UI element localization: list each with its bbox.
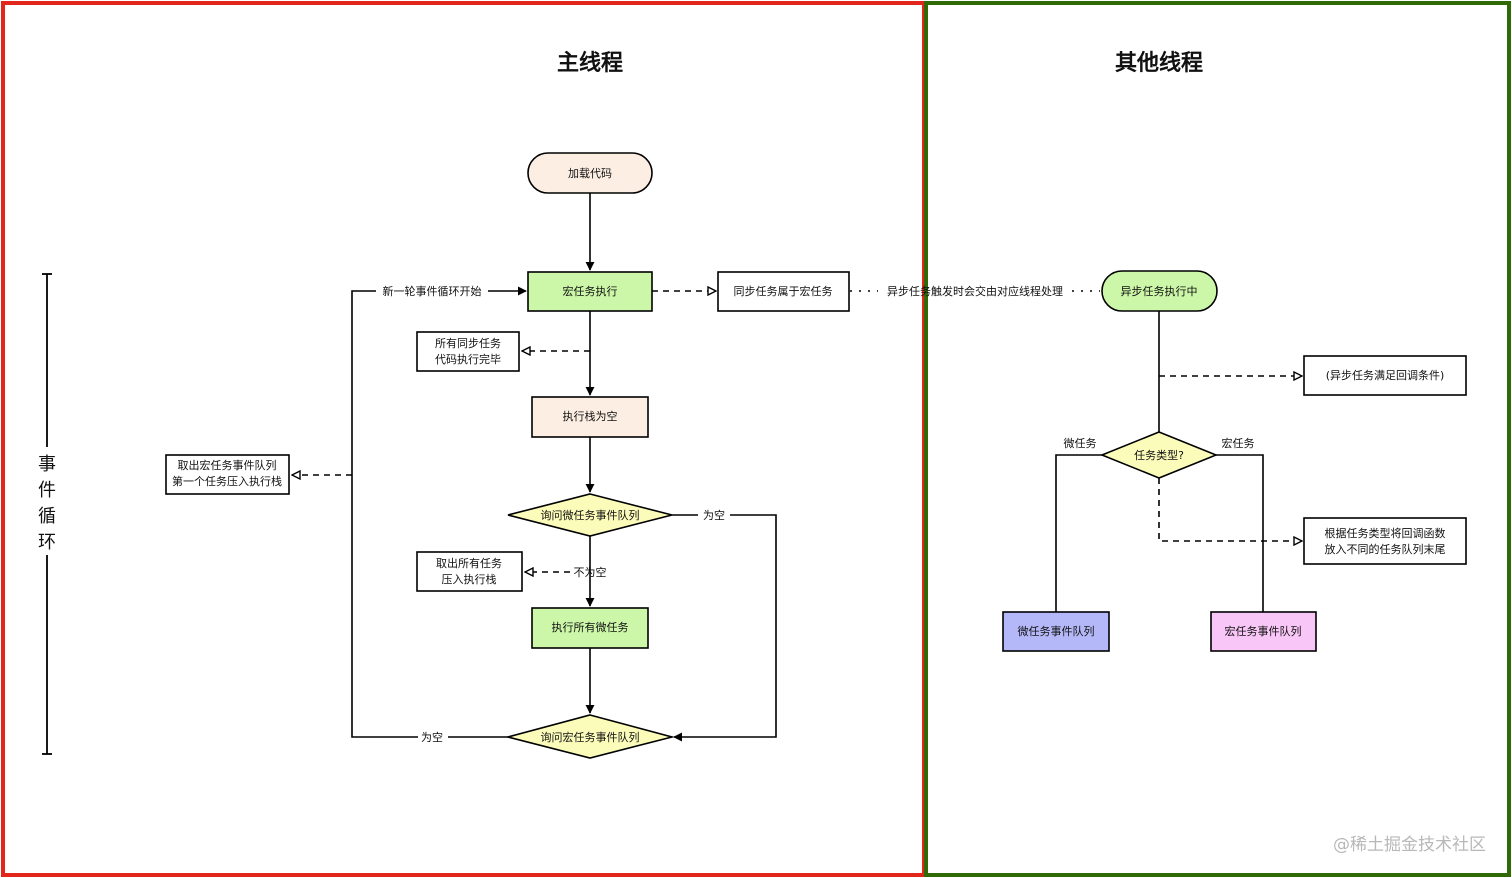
node-stack-empty: 执行栈为空 [531,396,649,438]
node-exec-micro: 执行所有微任务 [531,607,649,649]
svg-text:取出所有任务: 取出所有任务 [436,556,502,570]
svg-text:取出宏任务事件队列: 取出宏任务事件队列 [178,458,277,472]
node-macro-exec: 宏任务执行 [527,271,653,312]
edge-type-micro [1055,454,1102,612]
svg-text:宏任务事件队列: 宏任务事件队列 [1225,624,1302,638]
svg-text:微任务事件队列: 微任务事件队列 [1018,624,1095,638]
main-thread-panel [1,1,926,877]
event-loop-char: 件 [38,480,56,501]
label-handoff: 异步任务触发时会交由对应线程处理 [887,284,1063,298]
node-sync-done: 所有同步任务 代码执行完毕 [416,331,520,372]
svg-text:询问微任务事件队列: 询问微任务事件队列 [541,508,640,522]
svg-text:所有同步任务: 所有同步任务 [435,336,501,350]
other-thread-title: 其他线程 [1115,50,1203,76]
node-ask-macro: 询问宏任务事件队列 [504,714,676,759]
event-loop-char: 事 [38,454,56,475]
svg-text:压入执行栈: 压入执行栈 [442,572,497,586]
label-not-empty: 不为空 [574,565,607,579]
svg-text:(异步任务满足回调条件): (异步任务满足回调条件) [1326,368,1445,382]
label-micro: 微任务 [1064,436,1097,450]
node-ask-micro: 询问微任务事件队列 [507,493,673,537]
svg-text:放入不同的任务队列末尾: 放入不同的任务队列末尾 [1325,542,1446,556]
connectors-other [1055,311,1302,612]
svg-text:宏任务执行: 宏任务执行 [563,284,618,298]
svg-text:第一个任务压入执行栈: 第一个任务压入执行栈 [172,474,282,488]
event-loop-char: 循 [38,506,56,527]
label-empty-right: 为空 [703,508,725,522]
node-callback-cond: (异步任务满足回调条件) [1303,355,1467,396]
label-macro: 宏任务 [1222,436,1255,450]
svg-text:根据任务类型将回调函数: 根据任务类型将回调函数 [1325,526,1446,540]
connectors-main [292,193,1100,742]
edge-type-macro [1216,454,1264,612]
node-async-exec: 异步任务执行中 [1101,270,1218,312]
node-take-macro: 取出宏任务事件队列 第一个任务压入执行栈 [165,454,290,495]
svg-text:加载代码: 加载代码 [568,167,612,180]
edge-to-put-queue [1158,478,1302,541]
node-sync-macro: 同步任务属于宏任务 [717,271,850,312]
svg-text:异步任务执行中: 异步任务执行中 [1121,284,1198,298]
other-thread-panel [924,1,1511,877]
event-loop-bracket [42,273,52,755]
edge-micro-empty-2 [673,514,777,742]
label-empty-bottom: 为空 [421,730,443,744]
node-micro-queue: 微任务事件队列 [1002,611,1110,652]
svg-text:同步任务属于宏任务: 同步任务属于宏任务 [734,284,833,298]
watermark: @稀土掘金技术社区 [1333,835,1486,855]
svg-text:代码执行完毕: 代码执行完毕 [435,352,501,366]
edge-new-round-loop [351,290,418,738]
svg-text:询问宏任务事件队列: 询问宏任务事件队列 [541,730,640,744]
node-task-type: 任务类型? [1099,431,1219,479]
node-load-code: 加载代码 [527,152,653,194]
svg-text:执行所有微任务: 执行所有微任务 [552,620,629,634]
label-new-round: 新一轮事件循环开始 [383,284,482,298]
node-put-queue: 根据任务类型将回调函数 放入不同的任务队列末尾 [1303,517,1467,565]
event-loop-label: 事件循环 [38,454,56,553]
node-take-all: 取出所有任务 压入执行栈 [416,551,523,592]
main-thread-title: 主线程 [557,50,623,76]
event-loop-char: 环 [38,532,56,553]
svg-text:执行栈为空: 执行栈为空 [563,409,618,423]
node-macro-queue: 宏任务事件队列 [1210,611,1317,652]
svg-text:任务类型?: 任务类型? [1134,448,1184,462]
